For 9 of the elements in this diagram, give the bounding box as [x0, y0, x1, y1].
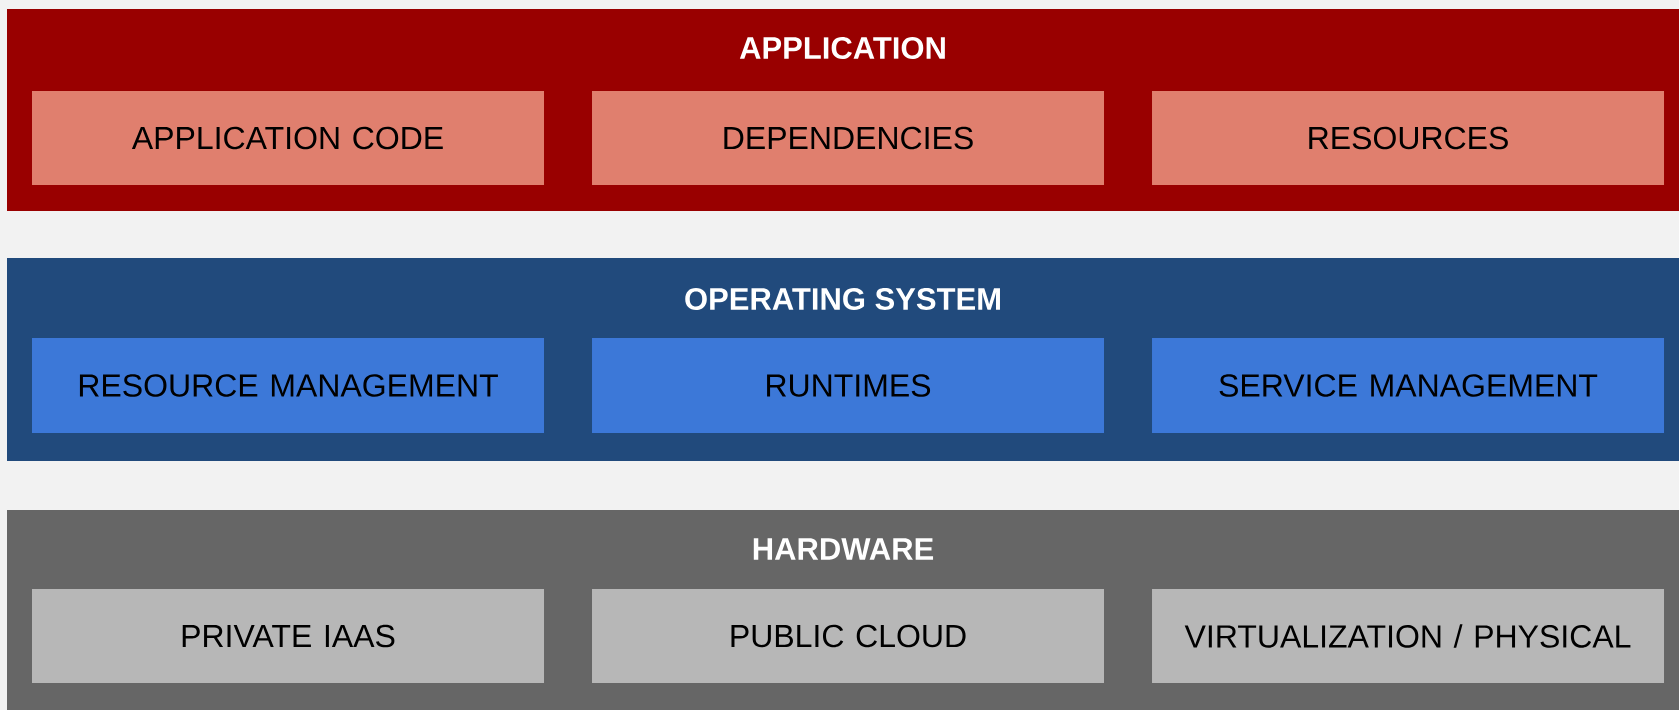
component-box: DEPENDENCIES [592, 91, 1104, 185]
component-box: PUBLIC CLOUD [592, 589, 1104, 683]
component-box: VIRTUALIZATION / PHYSICAL [1152, 589, 1664, 683]
component-box: APPLICATION CODE [32, 91, 544, 185]
component-box: RESOURCE MANAGEMENT [32, 338, 544, 433]
component-box: PRIVATE IAAS [32, 589, 544, 683]
component-box: RESOURCES [1152, 91, 1664, 185]
component-box: RUNTIMES [592, 338, 1104, 433]
component-box: SERVICE MANAGEMENT [1152, 338, 1664, 433]
